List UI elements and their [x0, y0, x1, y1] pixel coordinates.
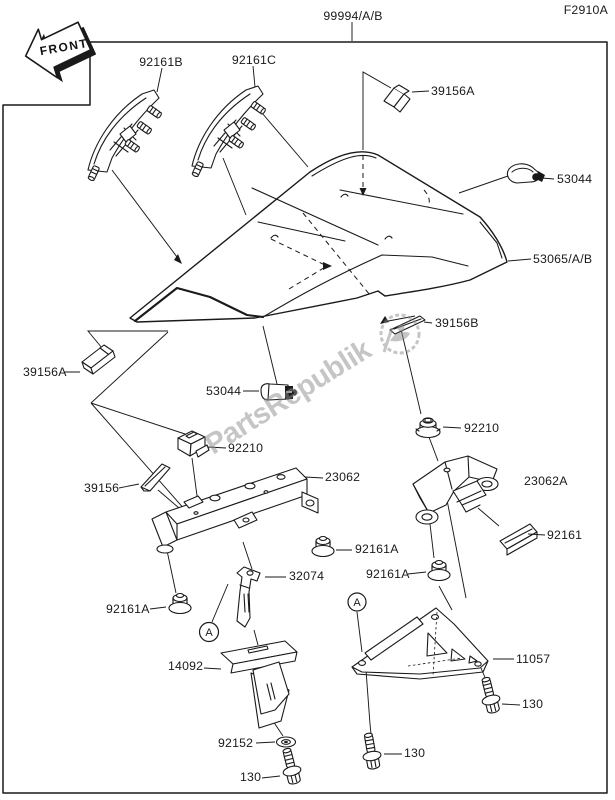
detail-circle-a-left: A	[200, 623, 219, 642]
detail-circle-a-right-label: A	[353, 597, 361, 609]
diagram-border	[3, 42, 607, 793]
part-label-130-left: 130	[240, 770, 261, 784]
front-direction-arrow: FRONT	[19, 15, 97, 83]
part-label-23062: 23062	[325, 470, 360, 484]
part-label-32074: 32074	[289, 569, 324, 583]
damper-92161a-right-drawing	[427, 559, 451, 582]
bumper-bracket-92161b-drawing	[88, 90, 163, 181]
kit-code-label: 99994/A/B	[323, 9, 382, 23]
detail-circle-a-left-label: A	[205, 627, 213, 639]
watermark-logo	[381, 315, 419, 353]
part-label-92161a-right: 92161A	[366, 567, 410, 581]
clip-nut-92210-center-drawing	[178, 431, 209, 457]
holder-53044-right-drawing	[507, 164, 545, 183]
pad-39156a-left-drawing	[82, 345, 115, 374]
part-label-130-right: 130	[522, 697, 543, 711]
bracket-23062-drawing	[152, 468, 318, 553]
part-label-39156b: 39156B	[435, 316, 479, 330]
cover-14092-drawing	[221, 641, 297, 728]
plate-11057-drawing	[352, 608, 488, 679]
part-label-53044-right: 53044	[557, 172, 592, 186]
part-label-92152: 92152	[218, 736, 253, 750]
part-label-14092: 14092	[168, 659, 203, 673]
washer-92152-drawing	[277, 737, 296, 747]
part-label-53044-center: 53044	[206, 384, 241, 398]
part-label-92210-center: 92210	[228, 441, 263, 455]
detail-circle-a-right: A	[348, 593, 366, 611]
damper-92161a-left-drawing	[168, 592, 192, 615]
flange-nut-92210-right-drawing	[416, 418, 440, 438]
fiche-code-label: F2910A	[564, 3, 609, 17]
part-label-39156: 39156	[84, 481, 119, 495]
seat-cowl-53065-drawing	[130, 152, 507, 322]
pad-39156-drawing	[141, 464, 170, 491]
part-label-23062a: 23062A	[524, 474, 568, 488]
pad-39156a-top-drawing	[384, 85, 410, 112]
holder-53044-center-drawing	[261, 384, 297, 400]
bolt-130-right-drawing	[476, 674, 504, 716]
part-label-53065: 53065/A/B	[533, 252, 592, 266]
part-label-11057: 11057	[516, 652, 550, 666]
bracket-32074-drawing	[237, 567, 260, 627]
damper-92161a-mid-drawing	[311, 535, 335, 558]
part-label-92161a-left: 92161A	[106, 602, 150, 616]
part-label-92161: 92161	[547, 528, 582, 542]
part-label-92161c: 92161C	[232, 53, 276, 67]
part-label-130-mid: 130	[404, 746, 425, 760]
bracket-23062a-drawing	[413, 456, 498, 524]
pad-39156b-drawing	[390, 316, 425, 334]
pad-92161-drawing	[500, 524, 537, 555]
part-label-92210-right: 92210	[464, 421, 499, 435]
part-label-39156a-top: 39156A	[431, 84, 475, 98]
label-leaders	[64, 22, 554, 778]
bolt-130-mid-drawing	[358, 731, 384, 771]
bolt-130-left-drawing	[277, 745, 305, 787]
part-label-92161b: 92161B	[139, 55, 183, 69]
part-label-39156a-left: 39156A	[23, 365, 67, 379]
bumper-bracket-92161c-drawing	[192, 86, 267, 177]
part-label-92161a-mid: 92161A	[355, 542, 399, 556]
